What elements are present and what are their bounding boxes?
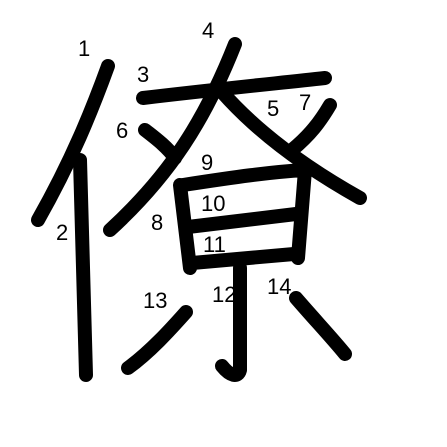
stroke-number-6: 6 (116, 118, 128, 143)
stroke-number-9: 9 (201, 150, 213, 175)
stroke-number-10: 10 (201, 191, 225, 216)
stroke-number-8: 8 (151, 210, 163, 235)
stroke-number-4: 4 (202, 18, 214, 43)
stroke-number-7: 7 (299, 90, 311, 115)
stroke-3 (136, 71, 332, 105)
stroke-1 (31, 59, 115, 227)
stroke-number-5: 5 (267, 96, 279, 121)
stroke-number-14: 14 (267, 274, 291, 299)
stroke-13 (121, 305, 193, 375)
stroke-number-2: 2 (56, 220, 68, 245)
stroke-9 (176, 163, 312, 265)
stroke-number-11: 11 (203, 232, 226, 257)
stroke-6 (138, 123, 182, 165)
stroke-number-3: 3 (137, 62, 149, 87)
stroke-number-13: 13 (143, 288, 167, 313)
stroke-7 (285, 98, 337, 157)
stroke-number-12: 12 (212, 282, 236, 307)
stroke-2 (73, 153, 93, 382)
stroke-number-1: 1 (78, 36, 90, 61)
stroke-12 (215, 261, 247, 382)
stroke-11 (185, 247, 301, 270)
stroke-4 (103, 37, 242, 237)
stroke-14 (289, 291, 352, 361)
stroke-10 (181, 207, 303, 234)
